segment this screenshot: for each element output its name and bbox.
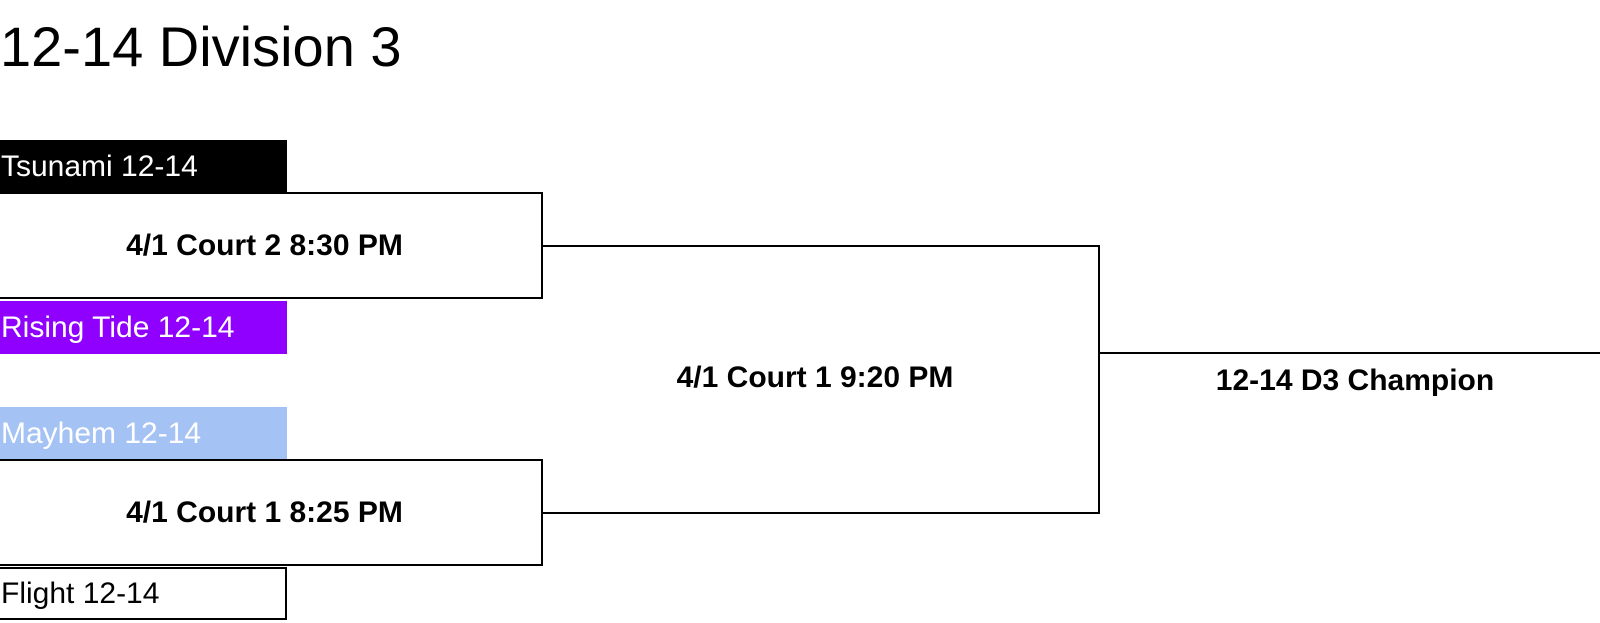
connector-match2-to-final [541,512,1100,514]
match-label-2: 4/1 Court 1 8:25 PM [126,496,403,529]
champion-label: 12-14 D3 Champion [1215,364,1495,397]
champion-line [1098,352,1600,354]
team-mayhem: Mayhem 12-14 [0,407,287,460]
match-label-1: 4/1 Court 2 8:30 PM [126,229,403,262]
final-bracket-vertical [1098,245,1100,514]
team-flight: Flight 12-14 [0,567,287,620]
team-tsunami: Tsunami 12-14 [0,140,287,193]
bracket-title: 12-14 Division 3 [0,15,402,78]
team-rising-tide: Rising Tide 12-14 [0,301,287,354]
final-match-label: 4/1 Court 1 9:20 PM [676,361,954,394]
connector-match1-to-final [541,245,1100,247]
